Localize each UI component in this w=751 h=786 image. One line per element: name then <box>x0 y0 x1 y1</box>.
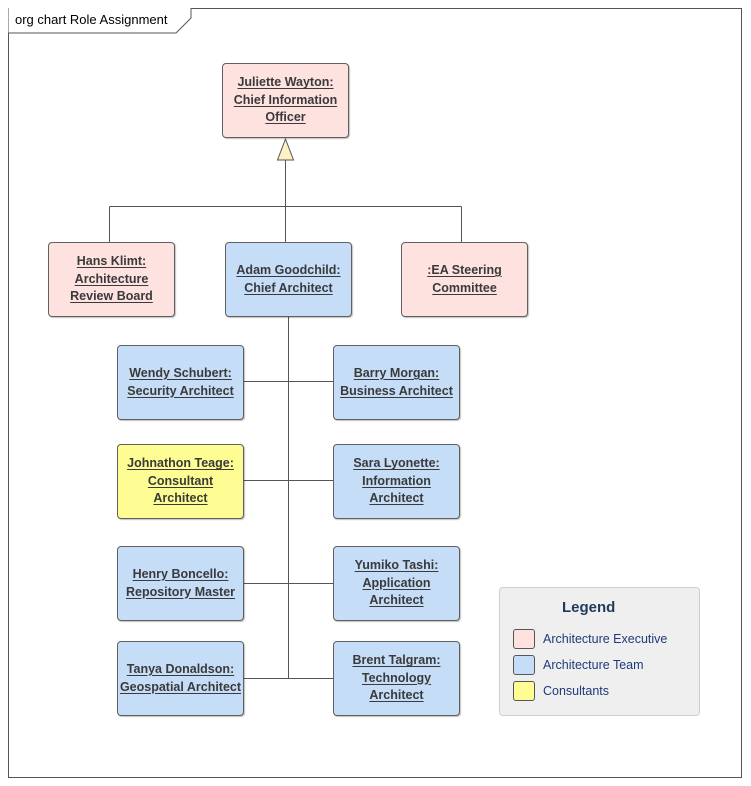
node-role: Review Board <box>70 289 153 304</box>
node-yumiko-tashi[interactable]: Yumiko Tashi: Application Architect <box>333 546 460 621</box>
node-name: Juliette Wayton: <box>237 75 334 90</box>
node-role: Application <box>362 575 431 590</box>
node-name: Brent Talgram: <box>352 653 441 668</box>
node-johnathon-teage[interactable]: Johnathon Teage: Consultant Architect <box>117 444 244 519</box>
node-role: Geospatial Architect <box>119 679 242 694</box>
legend-label: Architecture Team <box>543 658 644 672</box>
node-sara-lyonette[interactable]: Sara Lyonette: Information Architect <box>333 444 460 519</box>
node-name: Johnathon Teage: <box>127 456 234 471</box>
legend-label: Architecture Executive <box>543 632 668 646</box>
node-barry-morgan[interactable]: Barry Morgan: Business Architect <box>333 345 460 420</box>
node-role: Committee <box>432 280 497 295</box>
legend-item-executive: Architecture Executive <box>513 627 667 651</box>
legend-item-team: Architecture Team <box>513 653 644 677</box>
node-name: Hans Klimt: <box>76 254 147 269</box>
node-role: Information <box>362 473 431 488</box>
node-role: Chief Architect <box>244 280 333 295</box>
node-role: Officer <box>265 110 306 125</box>
node-role: Technology <box>361 670 432 685</box>
node-role: Architect <box>369 491 424 506</box>
node-name: :EA Steering <box>427 263 502 277</box>
node-role: Repository Master <box>125 584 236 599</box>
legend-title: Legend <box>562 599 616 616</box>
legend-item-consultants: Consultants <box>513 679 609 703</box>
node-role: Business Architect <box>340 383 453 398</box>
node-name: Wendy Schubert: <box>129 366 232 380</box>
legend-swatch <box>513 655 535 675</box>
node-role: Consultant <box>147 473 214 488</box>
legend-label: Consultants <box>543 684 610 698</box>
node-name: Adam Goodchild: <box>236 263 341 277</box>
node-adam-goodchild[interactable]: Adam Goodchild: Chief Architect <box>225 242 352 317</box>
frame-title: org chart Role Assignment <box>15 12 168 27</box>
node-name: Henry Boncello: <box>132 567 229 581</box>
node-henry-boncello[interactable]: Henry Boncello: Repository Master <box>117 546 244 621</box>
node-role: Security Architect <box>127 383 234 398</box>
node-brent-talgram[interactable]: Brent Talgram: Technology Architect <box>333 641 460 716</box>
node-hans-klimt[interactable]: Hans Klimt: Architecture Review Board <box>48 242 175 317</box>
frame-title-tab <box>8 8 192 34</box>
legend-swatch <box>513 629 535 649</box>
legend: Legend Architecture Executive Architectu… <box>499 587 700 716</box>
generalization-arrowhead <box>276 137 295 161</box>
node-role: Architect <box>369 593 424 608</box>
node-ea-steering-committee[interactable]: :EA Steering Committee <box>401 242 528 317</box>
node-name: Yumiko Tashi: <box>354 558 439 573</box>
node-tanya-donaldson[interactable]: Tanya Donaldson: Geospatial Architect <box>117 641 244 716</box>
legend-swatch <box>513 681 535 701</box>
node-name: Sara Lyonette: <box>353 456 440 471</box>
node-role: Architecture <box>74 271 149 286</box>
node-role: Architect <box>369 688 424 703</box>
node-role: Architect <box>153 491 208 506</box>
node-juliette-wayton[interactable]: Juliette Wayton: Chief Information Offic… <box>222 63 349 138</box>
node-name: Barry Morgan: <box>353 366 440 380</box>
node-wendy-schubert[interactable]: Wendy Schubert: Security Architect <box>117 345 244 420</box>
node-role: Chief Information <box>233 92 338 107</box>
node-name: Tanya Donaldson: <box>126 662 235 676</box>
